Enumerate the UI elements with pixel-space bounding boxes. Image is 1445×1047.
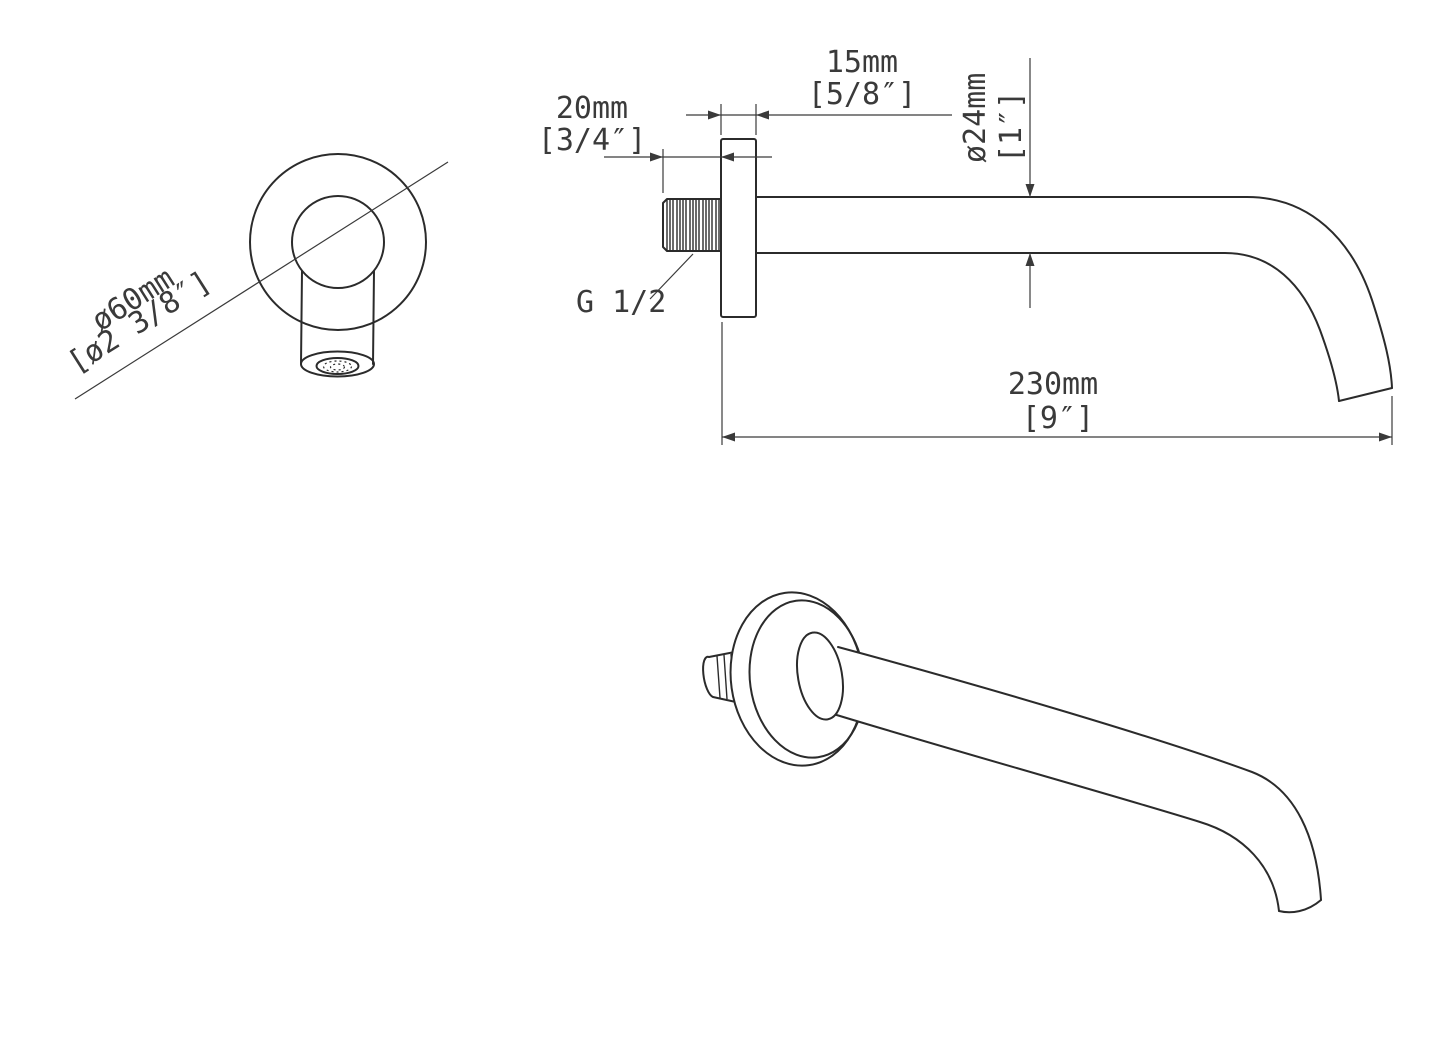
arm-base-ellipse	[796, 631, 844, 721]
arm-body-fill	[830, 647, 1321, 913]
thread-length-label-in: [3/4″]	[538, 123, 646, 158]
nipple-thread-hatching	[716, 651, 742, 702]
arrowhead	[650, 152, 663, 162]
arm-diameter-label-mm: ø24mm	[958, 73, 993, 163]
arm-diameter-label-in: [1″]	[994, 91, 1029, 163]
perspective-view	[702, 591, 1322, 914]
flange-inner-circle	[291, 195, 385, 289]
flange-depth-label-mm: 15mm	[826, 45, 898, 80]
arrowhead	[721, 152, 734, 162]
nipple-end-cap	[702, 655, 714, 698]
side-view: 20mm [3/4″] 15mm [5/8″] ø24mm [1″] G 1/2	[538, 45, 1393, 445]
arrowhead	[1025, 253, 1035, 266]
arrowhead	[1025, 184, 1035, 197]
front-view: ø60mm [ø2 3/8″]	[62, 153, 449, 400]
diameter-leader-line	[74, 161, 449, 400]
thread-hatching	[666, 199, 720, 251]
aerator-mesh-inner	[329, 363, 346, 371]
arrowhead	[756, 110, 769, 120]
arm-length-label-mm: 230mm	[1008, 367, 1098, 402]
thread-spec-leader-line	[649, 253, 694, 300]
arrowhead	[1379, 432, 1392, 442]
arm-length-label-in: [9″]	[1022, 401, 1094, 436]
arm-top-edge	[755, 196, 1393, 389]
spout-mouth-ellipse	[300, 350, 375, 378]
flange-side-profile	[720, 138, 757, 318]
flange-depth-label-in: [5/8″]	[808, 77, 916, 112]
spout-left-edge	[300, 270, 303, 365]
thread-spec-label: G 1/2	[576, 285, 666, 320]
perspective-arm-tip-edge	[1278, 899, 1322, 914]
spout-right-edge	[372, 270, 375, 365]
aerator-ring	[315, 357, 360, 375]
flange-outer-circle	[249, 153, 427, 331]
arrowhead	[722, 432, 735, 442]
perspective-arm-bottom-edge	[829, 712, 1280, 912]
arm-bottom-edge	[755, 252, 1340, 402]
arm-tip-edge	[1338, 387, 1393, 402]
arrowhead	[708, 110, 721, 120]
thread-length-label-mm: 20mm	[556, 91, 628, 126]
perspective-arm-top-edge	[837, 646, 1322, 901]
aerator-mesh-outer	[322, 360, 353, 373]
